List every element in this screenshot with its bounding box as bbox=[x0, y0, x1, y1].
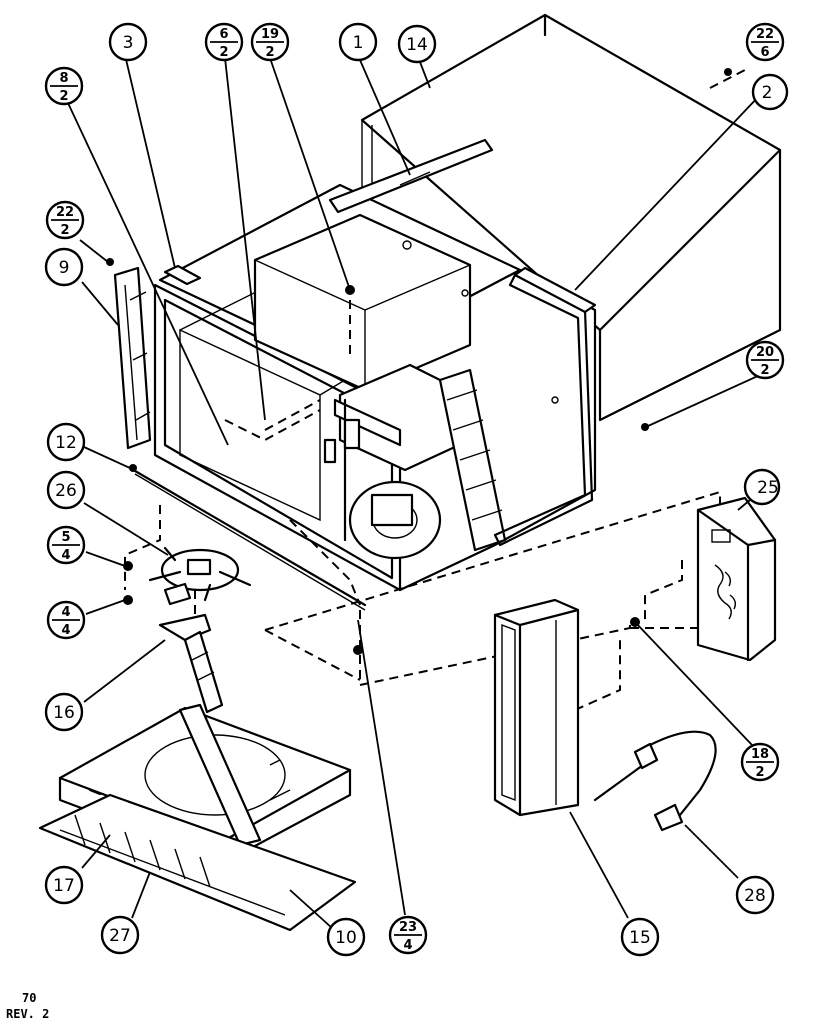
power-cord-part-28 bbox=[593, 730, 717, 832]
svg-text:4: 4 bbox=[61, 605, 70, 620]
svg-text:28: 28 bbox=[744, 886, 766, 906]
svg-text:6: 6 bbox=[760, 45, 769, 60]
outer-cabinet-part-14 bbox=[360, 13, 782, 422]
stirrer-shaft-part-16 bbox=[158, 613, 224, 714]
svg-text:2: 2 bbox=[265, 45, 274, 60]
svg-text:4: 4 bbox=[61, 548, 70, 563]
callout-3: 3 bbox=[108, 22, 148, 62]
footer-revision: REV. 2 bbox=[6, 1007, 49, 1021]
callout-10: 10 bbox=[326, 917, 366, 957]
svg-text:15: 15 bbox=[629, 928, 651, 948]
svg-text:22: 22 bbox=[756, 27, 774, 42]
callout-17: 17 bbox=[44, 865, 84, 905]
callout-28: 28 bbox=[735, 875, 775, 915]
callout-5-4: 5 4 bbox=[46, 525, 86, 565]
callout-27: 27 bbox=[100, 915, 140, 955]
callout-19-2: 19 2 bbox=[250, 22, 290, 62]
svg-text:22: 22 bbox=[56, 205, 74, 220]
svg-text:8: 8 bbox=[59, 71, 68, 86]
svg-text:4: 4 bbox=[403, 938, 412, 953]
callout-9: 9 bbox=[44, 247, 84, 287]
callout-22-6: 22 6 bbox=[745, 22, 785, 62]
callout-14: 14 bbox=[397, 24, 437, 64]
svg-text:2: 2 bbox=[760, 363, 769, 378]
callout-6-2: 6 2 bbox=[204, 22, 244, 62]
filter-ribs bbox=[74, 814, 211, 888]
callout-26: 26 bbox=[46, 470, 86, 510]
callout-16: 16 bbox=[44, 692, 84, 732]
svg-text:5: 5 bbox=[61, 530, 70, 545]
oven-chassis bbox=[128, 138, 597, 611]
svg-text:9: 9 bbox=[59, 258, 70, 278]
svg-text:12: 12 bbox=[55, 433, 77, 453]
svg-text:25: 25 bbox=[757, 478, 779, 498]
svg-text:10: 10 bbox=[335, 928, 357, 948]
svg-text:19: 19 bbox=[261, 27, 279, 42]
footer-page-number: 70 bbox=[22, 991, 36, 1005]
svg-text:14: 14 bbox=[406, 35, 428, 55]
assembly-dashed-lines bbox=[124, 69, 746, 711]
callout-22-2: 22 2 bbox=[45, 200, 85, 240]
callout-20-2: 20 2 bbox=[745, 340, 785, 380]
side-bracket-part-9 bbox=[113, 266, 152, 450]
callout-18-2: 18 2 bbox=[740, 742, 780, 782]
callout-15: 15 bbox=[620, 917, 660, 957]
callout-8-2: 8 2 bbox=[44, 66, 84, 106]
svg-text:23: 23 bbox=[399, 920, 417, 935]
callout-1: 1 bbox=[338, 22, 378, 62]
svg-text:16: 16 bbox=[53, 703, 75, 723]
svg-text:20: 20 bbox=[756, 345, 774, 360]
callout-2: 2 bbox=[751, 73, 789, 111]
svg-text:27: 27 bbox=[109, 926, 131, 946]
filter-part-27 bbox=[38, 793, 357, 932]
stirrer-part-26 bbox=[148, 546, 252, 606]
svg-text:18: 18 bbox=[751, 747, 769, 762]
svg-text:1: 1 bbox=[353, 33, 364, 53]
svg-text:4: 4 bbox=[61, 623, 70, 638]
svg-text:2: 2 bbox=[59, 89, 68, 104]
svg-text:26: 26 bbox=[55, 481, 77, 501]
svg-text:2: 2 bbox=[219, 45, 228, 60]
door-part-15 bbox=[493, 598, 580, 817]
control-panel-part-25 bbox=[696, 496, 777, 662]
svg-text:17: 17 bbox=[53, 876, 75, 896]
svg-text:3: 3 bbox=[123, 33, 134, 53]
callout-4-4: 4 4 bbox=[46, 600, 86, 640]
svg-text:2: 2 bbox=[60, 223, 69, 238]
callout-12: 12 bbox=[46, 422, 86, 462]
svg-text:2: 2 bbox=[762, 83, 773, 103]
leader-lines bbox=[67, 54, 763, 929]
svg-text:2: 2 bbox=[755, 765, 764, 780]
callout-23-4: 23 4 bbox=[388, 915, 428, 955]
callout-25: 25 bbox=[743, 468, 781, 506]
screws bbox=[106, 68, 732, 655]
svg-text:6: 6 bbox=[219, 27, 228, 42]
